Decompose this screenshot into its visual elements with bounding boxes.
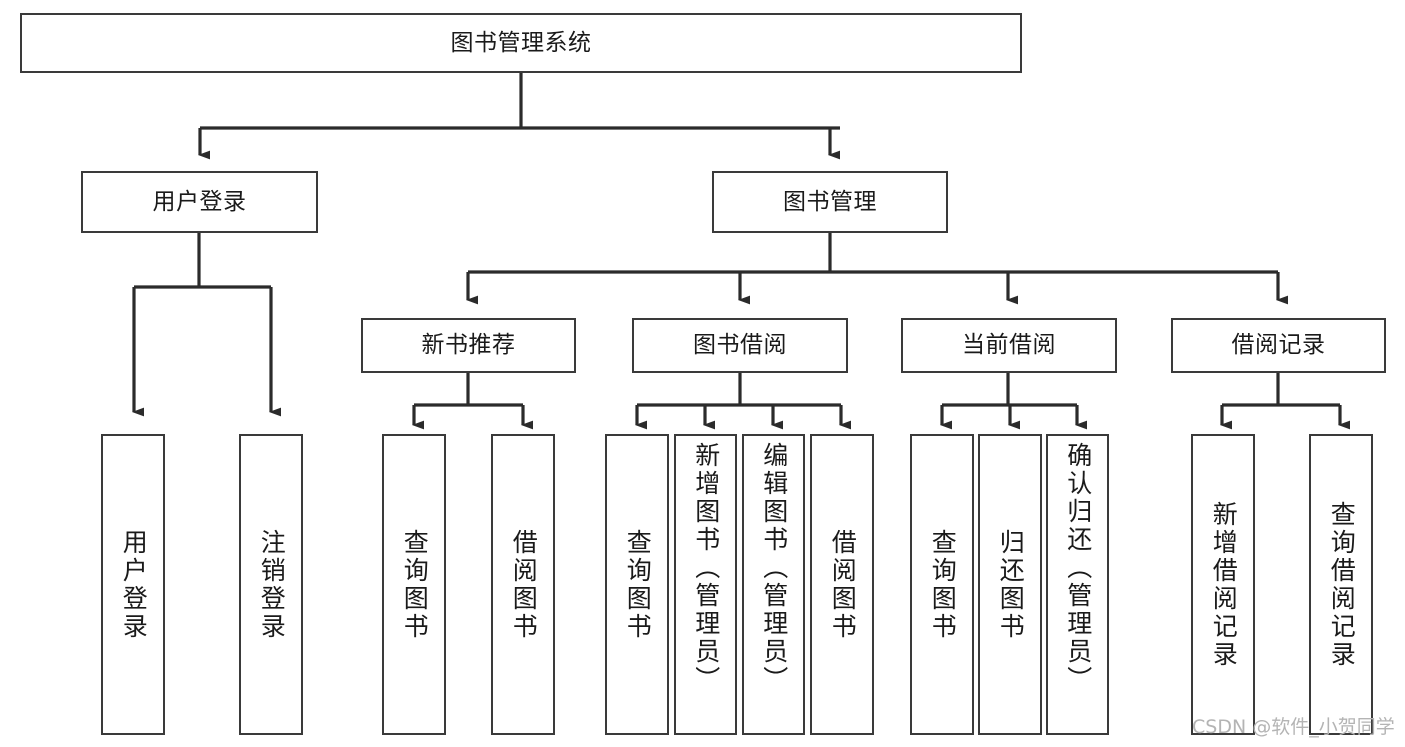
node-book-borrow-label: 图书借阅 <box>693 332 787 359</box>
node-leaf-query-book-2[interactable]: 查询图书 <box>605 434 669 735</box>
node-borrow-record-label: 借阅记录 <box>1231 332 1326 359</box>
node-leaf-confirm-return-label: 确认归还（管理员） <box>1063 442 1093 694</box>
node-leaf-query-book-2-label: 查询图书 <box>623 528 653 641</box>
node-leaf-user-login-label: 用户登录 <box>119 528 149 641</box>
node-user-login-label: 用户登录 <box>152 188 247 215</box>
node-book-manage-label: 图书管理 <box>783 188 877 215</box>
node-leaf-borrow-book-1[interactable]: 借阅图书 <box>491 434 555 735</box>
node-current-borrow-label: 当前借阅 <box>962 332 1056 359</box>
node-leaf-query-book-3[interactable]: 查询图书 <box>910 434 974 735</box>
node-leaf-query-book-3-label: 查询图书 <box>928 528 958 641</box>
node-leaf-borrow-book-2-label: 借阅图书 <box>828 528 858 641</box>
node-leaf-add-record-label: 新增借阅记录 <box>1209 500 1239 669</box>
node-book-borrow[interactable]: 图书借阅 <box>632 318 848 373</box>
node-leaf-confirm-return[interactable]: 确认归还（管理员） <box>1046 434 1109 735</box>
node-user-login[interactable]: 用户登录 <box>81 171 318 233</box>
node-leaf-add-book[interactable]: 新增图书（管理员） <box>674 434 737 735</box>
node-borrow-record[interactable]: 借阅记录 <box>1171 318 1386 373</box>
node-leaf-return-book-label: 归还图书 <box>996 528 1026 641</box>
node-leaf-query-record[interactable]: 查询借阅记录 <box>1309 434 1373 735</box>
node-new-book-recommend[interactable]: 新书推荐 <box>361 318 576 373</box>
node-root-label: 图书管理系统 <box>450 29 592 56</box>
node-leaf-logout-login[interactable]: 注销登录 <box>239 434 303 735</box>
node-current-borrow[interactable]: 当前借阅 <box>901 318 1117 373</box>
node-leaf-query-record-label: 查询借阅记录 <box>1327 500 1357 669</box>
node-leaf-edit-book[interactable]: 编辑图书（管理员） <box>742 434 805 735</box>
node-root[interactable]: 图书管理系统 <box>20 13 1022 73</box>
node-book-manage[interactable]: 图书管理 <box>712 171 948 233</box>
node-leaf-borrow-book-1-label: 借阅图书 <box>509 528 539 641</box>
node-leaf-logout-login-label: 注销登录 <box>257 528 287 641</box>
node-leaf-query-book-1[interactable]: 查询图书 <box>382 434 446 735</box>
node-new-book-recommend-label: 新书推荐 <box>421 332 516 359</box>
node-leaf-query-book-1-label: 查询图书 <box>400 528 430 641</box>
node-leaf-edit-book-label: 编辑图书（管理员） <box>759 442 789 694</box>
node-leaf-add-record[interactable]: 新增借阅记录 <box>1191 434 1255 735</box>
watermark-text: CSDN @软件_小贺同学 <box>1192 716 1395 738</box>
node-leaf-return-book[interactable]: 归还图书 <box>978 434 1042 735</box>
node-leaf-user-login[interactable]: 用户登录 <box>101 434 165 735</box>
node-leaf-add-book-label: 新增图书（管理员） <box>691 442 721 694</box>
node-leaf-borrow-book-2[interactable]: 借阅图书 <box>810 434 874 735</box>
